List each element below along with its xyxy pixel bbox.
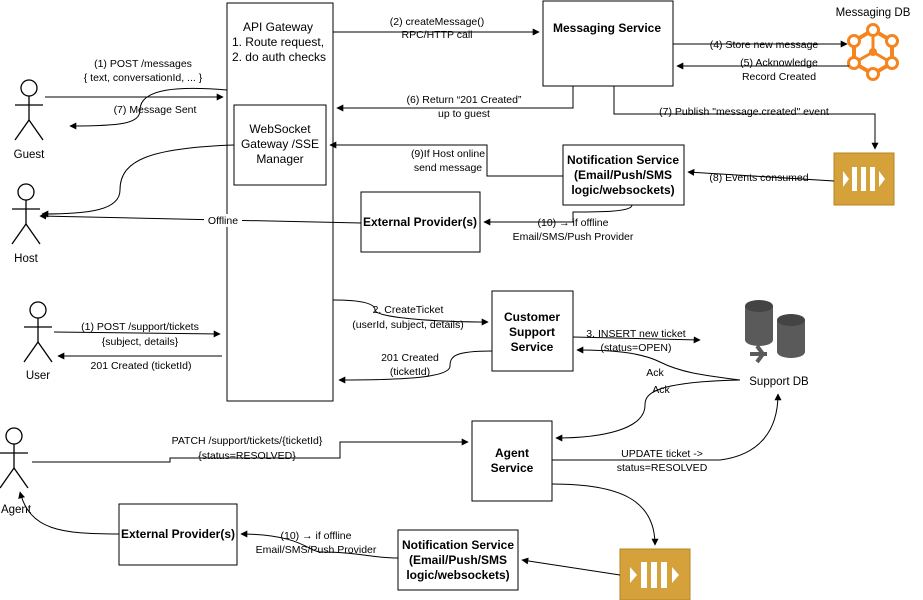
insert-ticket-arrow: [572, 336, 701, 344]
update-ticket-label-1: UPDATE ticket ->: [621, 448, 703, 460]
external-provider-bottom-box: [118, 503, 238, 566]
customer-support-service-line-2: Support: [509, 325, 555, 339]
if-offline-top-label-2: Email/SMS/Push Provider: [513, 231, 634, 243]
host-online-arrow: [329, 141, 563, 177]
host-actor: [11, 183, 41, 245]
external-provider-bottom-label: External Provider(s): [121, 527, 235, 541]
user-actor: [23, 301, 53, 363]
acknowledge-label-1: (5) Acknowledge: [740, 57, 818, 69]
guest-actor: [14, 79, 44, 141]
created-ticket-gateway-label-2: (ticketId): [390, 366, 430, 378]
update-ticket-label-2: status=RESOLVED: [617, 462, 708, 474]
queue-to-notification-arrow: [521, 557, 621, 576]
messaging-db-label: Messaging DB: [836, 7, 911, 19]
agent-label: Agent: [1, 504, 32, 516]
return-created-arrow: [336, 86, 574, 112]
post-messages-label-1: (1) POST /messages: [94, 58, 192, 70]
create-ticket-label-2: (userId, subject, details): [352, 319, 463, 331]
if-offline-top-label-1: (10) → if offline: [537, 217, 608, 229]
agent-service-line-1: Agent: [495, 446, 529, 460]
publish-event-arrow: [613, 86, 879, 150]
return-created-label-2: up to guest: [438, 108, 490, 120]
insert-ticket-label-1: 3. INSERT new ticket: [586, 328, 685, 340]
insert-ticket-label-2: (status=OPEN): [601, 342, 672, 354]
created-ticket-gateway-label-1: 201 Created: [381, 352, 439, 364]
agent-service-box: [471, 420, 553, 502]
post-support-label-2: {subject, details}: [102, 336, 179, 348]
post-support-arrow: [53, 330, 221, 338]
database-cylinders-icon: [745, 300, 805, 364]
host-label: Host: [14, 253, 38, 265]
event-queue-icon: [619, 548, 691, 600]
message-sent-label: (7) Message Sent: [114, 104, 197, 116]
offline-label: Offline: [208, 215, 238, 227]
post-support-label-1: (1) POST /support/tickets: [81, 321, 199, 333]
host-online-label-1: (9)If Host online: [411, 148, 485, 160]
websocket-gateway-line-3: Manager: [256, 152, 303, 166]
message-sent-arrow: [69, 87, 228, 130]
events-consumed-label: (8) Events consumed: [709, 172, 808, 184]
created-ticket-gateway-arrow: [338, 350, 493, 384]
customer-support-service-box: [491, 290, 574, 372]
if-offline-bottom-label-2: Email/SMS/Push Provider: [256, 544, 377, 556]
acknowledge-label-2: Record Created: [742, 71, 816, 83]
api-gateway-title: API Gateway: [243, 20, 313, 34]
if-offline-bottom-arrow: [240, 530, 399, 559]
messaging-service-box: [542, 0, 674, 87]
websocket-to-host-arrow: [41, 144, 235, 218]
return-created-label-1: (6) Return “201 Created”: [407, 94, 522, 106]
api-gateway-step-2: 2. do auth checks: [232, 50, 326, 64]
agent-service-line-2: Service: [491, 461, 534, 475]
websocket-gateway-box: [233, 104, 327, 186]
notification-service-top-box: [562, 144, 685, 206]
websocket-gateway-line-2: Gateway /SSE: [241, 137, 319, 151]
store-message-label: (4) Store new message: [710, 39, 819, 51]
post-messages-label-2: { text, conversationId, ... }: [84, 72, 203, 84]
create-ticket-arrow: [332, 299, 489, 326]
event-queue-icon: [833, 152, 895, 206]
ack-agent-service-arrow: [555, 379, 741, 442]
agent-actor: [0, 427, 29, 489]
customer-support-service-line-1: Customer: [504, 310, 560, 324]
patch-ticket-label-1: PATCH /support/tickets/{ticketId}: [172, 435, 323, 447]
customer-support-service-line-3: Service: [511, 340, 554, 354]
notification-service-bottom-line-3: logic/websockets): [406, 568, 509, 582]
external-provider-top-box: [360, 191, 481, 253]
host-online-label-2: send message: [414, 162, 482, 174]
messaging-service-label: Messaging Service: [553, 21, 661, 35]
create-ticket-label-1: 2. CreateTicket: [373, 304, 444, 316]
notification-service-top-line-3: logic/websockets): [571, 183, 674, 197]
create-message-label-2: RPC/HTTP call: [402, 29, 473, 41]
user-label: User: [26, 370, 50, 382]
create-message-label-1: (2) createMessage(): [390, 16, 485, 28]
patch-ticket-label-2: {status=RESOLVED}: [198, 450, 296, 462]
notification-service-top-line-2: (Email/Push/SMS: [574, 168, 672, 182]
ack-2-label: Ack: [652, 384, 670, 396]
api-gateway-step-1: 1. Route request,: [232, 35, 324, 49]
agent-to-queue-arrow: [551, 483, 659, 546]
guest-label: Guest: [14, 149, 45, 161]
publish-event-label: (7) Publish "message.created" event: [659, 106, 829, 118]
api-gateway-box: [226, 2, 334, 402]
provider-to-agent-arrow: [18, 491, 120, 535]
patch-ticket-arrow: [32, 438, 469, 463]
if-offline-top-arrow: [483, 204, 633, 226]
events-consumed-arrow: [687, 168, 835, 182]
notification-service-bottom-box: [397, 529, 519, 591]
created-ticket-user-label: 201 Created (ticketId): [91, 360, 192, 372]
notification-service-top-line-1: Notification Service: [567, 153, 679, 167]
notification-service-bottom-line-1: Notification Service: [402, 538, 514, 552]
websocket-gateway-line-1: WebSocket: [249, 122, 311, 136]
if-offline-bottom-label-1: (10) → if offline: [280, 530, 351, 542]
offline-arrow: [39, 212, 362, 224]
ack-customer-support-arrow: [576, 346, 741, 381]
update-ticket-arrow: [552, 393, 782, 461]
external-provider-top-label: External Provider(s): [363, 215, 477, 229]
hexagon-network-icon: [847, 23, 899, 81]
ack-1-label: Ack: [646, 367, 664, 379]
notification-service-bottom-line-2: (Email/Push/SMS: [409, 553, 507, 567]
support-db-label: Support DB: [749, 376, 809, 388]
